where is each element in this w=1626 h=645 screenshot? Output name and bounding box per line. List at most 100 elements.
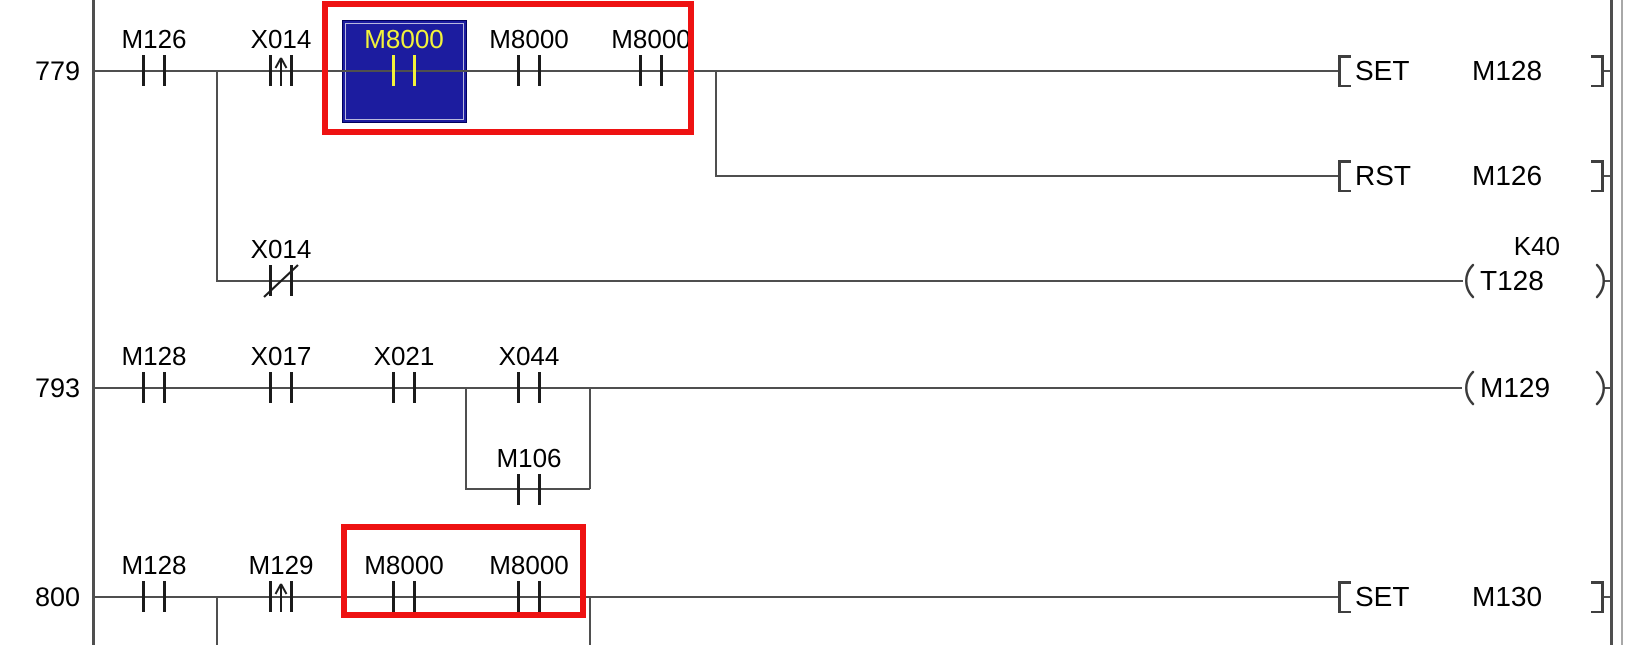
rising-edge-arrow-icon bbox=[274, 57, 288, 86]
instruction-operand: M130 bbox=[1472, 581, 1543, 612]
contact-x021[interactable]: X021 bbox=[344, 343, 464, 407]
bracket-left-serif bbox=[1338, 581, 1351, 584]
bracket-right-serif bbox=[1591, 160, 1604, 163]
contact-m129-rising[interactable]: M129 bbox=[221, 552, 341, 616]
contact-label: M106 bbox=[496, 443, 562, 473]
contact-m8000-2[interactable]: M8000 bbox=[469, 26, 589, 90]
contact-leg bbox=[269, 55, 272, 86]
contact-leg bbox=[142, 581, 145, 612]
rising-edge-arrow-icon bbox=[274, 583, 288, 612]
contact-leg bbox=[142, 372, 145, 403]
contact-leg bbox=[392, 581, 395, 612]
bracket-left-serif bbox=[1338, 189, 1351, 192]
contact-label: X014 bbox=[250, 234, 312, 264]
instruction-set-m128[interactable]: SET M128 bbox=[1338, 55, 1612, 87]
contact-leg bbox=[413, 372, 416, 403]
bracket-left bbox=[1338, 581, 1341, 613]
rung-800-branch-wire-right bbox=[588, 596, 591, 645]
coil-paren-left-icon bbox=[1465, 263, 1475, 299]
contact-m8000-selected[interactable]: M8000 bbox=[344, 26, 464, 90]
timer-branch-wire bbox=[216, 279, 1463, 282]
contact-leg bbox=[290, 55, 293, 86]
contact-leg bbox=[392, 372, 395, 403]
bracket-left-serif bbox=[1338, 610, 1351, 613]
contact-leg bbox=[163, 581, 166, 612]
contact-x014-rising[interactable]: X014 bbox=[221, 26, 341, 90]
rung-number-779: 779 bbox=[34, 56, 80, 86]
branch-wire-down-to-rst bbox=[714, 70, 717, 177]
contact-x044[interactable]: X044 bbox=[469, 343, 589, 407]
contact-label: M128 bbox=[121, 550, 187, 580]
contact-leg bbox=[517, 372, 520, 403]
contact-label: M129 bbox=[248, 550, 314, 580]
rung-779-rail-connector bbox=[1602, 69, 1611, 72]
contact-m8000-r800-1[interactable]: M8000 bbox=[344, 552, 464, 616]
contact-leg bbox=[269, 265, 272, 296]
instruction-rst-m126[interactable]: RST M126 bbox=[1338, 160, 1612, 192]
coil-m129[interactable]: M129 bbox=[1452, 364, 1608, 412]
contact-leg bbox=[142, 55, 145, 86]
bracket-right bbox=[1601, 581, 1604, 613]
rst-rail-connector bbox=[1602, 174, 1611, 177]
contact-x017[interactable]: X017 bbox=[221, 343, 341, 407]
bracket-left bbox=[1338, 55, 1341, 87]
contact-label: M8000 bbox=[611, 24, 691, 54]
bracket-right-serif bbox=[1591, 84, 1604, 87]
parallel-branch-right-wire bbox=[588, 387, 591, 489]
contact-leg bbox=[538, 474, 541, 505]
contact-label: M8000 bbox=[364, 550, 444, 580]
bracket-right bbox=[1601, 55, 1604, 87]
bracket-left-serif bbox=[1338, 84, 1351, 87]
rung-800-wire bbox=[93, 595, 1339, 598]
instruction-mnemonic: SET bbox=[1355, 55, 1410, 86]
bracket-right-serif bbox=[1591, 55, 1604, 58]
contact-leg bbox=[163, 372, 166, 403]
rst-branch-wire bbox=[715, 174, 1339, 177]
parallel-branch-left-wire bbox=[464, 387, 467, 489]
contact-leg bbox=[290, 265, 293, 296]
contact-m8000-r800-2[interactable]: M8000 bbox=[469, 552, 589, 616]
contact-label: X044 bbox=[498, 341, 560, 371]
contact-m106[interactable]: M106 bbox=[469, 445, 589, 509]
normally-closed-slash-icon bbox=[263, 264, 299, 298]
contact-label: M128 bbox=[121, 341, 187, 371]
contact-leg bbox=[413, 581, 416, 612]
canvas-right-edge-line bbox=[1621, 0, 1623, 645]
contact-m8000-3[interactable]: M8000 bbox=[591, 26, 711, 90]
coil-paren-left-icon bbox=[1465, 370, 1475, 406]
contact-leg bbox=[290, 372, 293, 403]
rung-793-wire bbox=[93, 386, 1462, 389]
bracket-left-serif bbox=[1338, 160, 1351, 163]
branch-wire-down-to-timer bbox=[215, 70, 218, 282]
coil-paren-right-icon bbox=[1595, 370, 1605, 406]
contact-leg bbox=[660, 55, 663, 86]
rung-800-branch-wire-left bbox=[215, 596, 218, 645]
contact-label: M8000 bbox=[489, 24, 569, 54]
bracket-right-serif bbox=[1591, 189, 1604, 192]
coil-t128[interactable]: T128 bbox=[1452, 257, 1608, 305]
contact-leg bbox=[269, 581, 272, 612]
contact-leg bbox=[538, 55, 541, 86]
instruction-set-m130[interactable]: SET M130 bbox=[1338, 581, 1612, 613]
contact-label: M8000 bbox=[364, 24, 444, 54]
rung-number-793: 793 bbox=[34, 373, 80, 403]
contact-leg bbox=[290, 581, 293, 612]
contact-leg bbox=[517, 581, 520, 612]
contact-m128-r793[interactable]: M128 bbox=[94, 343, 214, 407]
instruction-mnemonic: RST bbox=[1355, 160, 1411, 191]
coil-label: M129 bbox=[1480, 372, 1551, 403]
timer-constant-label: K40 bbox=[1513, 231, 1560, 261]
contact-leg bbox=[163, 55, 166, 86]
contact-label: X017 bbox=[250, 341, 312, 371]
right-power-rail bbox=[1610, 0, 1613, 645]
contact-x014-normally-closed[interactable]: X014 bbox=[221, 236, 341, 300]
contact-m128-r800[interactable]: M128 bbox=[94, 552, 214, 616]
contact-label: M126 bbox=[121, 24, 187, 54]
coil-paren-right-icon bbox=[1595, 263, 1605, 299]
contact-leg bbox=[538, 581, 541, 612]
parallel-branch-wire bbox=[465, 487, 590, 490]
instruction-mnemonic: SET bbox=[1355, 581, 1410, 612]
bracket-right-serif bbox=[1591, 581, 1604, 584]
contact-m126[interactable]: M126 bbox=[94, 26, 214, 90]
